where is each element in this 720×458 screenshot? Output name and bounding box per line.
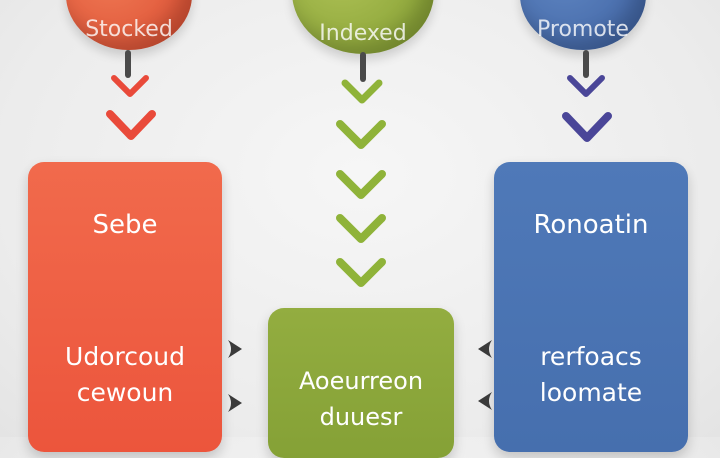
center-bubble-label: Indexed (319, 21, 407, 46)
center-chevron-5-icon (336, 258, 386, 287)
center-box: Aoeurreon duuesr (268, 308, 454, 458)
right-bubble-label: Promote (537, 17, 629, 42)
left-stem (125, 50, 131, 78)
center-box-line-1: Aoeurreon (298, 367, 424, 395)
center-bubble: Indexed (292, 0, 434, 54)
center-chevron-2-icon (336, 120, 386, 149)
left-box: Sebe Udorcoud cewoun (28, 162, 222, 452)
left-bubble: Stocked (66, 0, 192, 50)
left-chevron-1-icon (111, 75, 149, 97)
left-box-line-1: Udorcoud (65, 342, 185, 371)
right-connector-2-icon (478, 392, 492, 410)
right-chevron-2-icon (562, 112, 612, 142)
right-box: Ronoatin rerfoacs loomate (494, 162, 688, 452)
left-box-title: Sebe (92, 210, 158, 240)
left-box-line-2: cewoun (76, 378, 174, 407)
center-box-line-2: duuesr (319, 403, 403, 431)
center-stem (360, 52, 366, 82)
right-stem (583, 50, 589, 78)
right-connector-1-icon (478, 340, 492, 358)
right-bubble: Promote (520, 0, 646, 50)
left-bubble-label: Stocked (85, 17, 173, 42)
left-connector-2-icon (228, 394, 242, 412)
center-chevron-1-icon (341, 79, 383, 104)
right-box-line-1: rerfoacs (540, 342, 642, 371)
left-chevron-2-icon (106, 110, 156, 140)
left-connector-1-icon (228, 340, 242, 358)
center-chevron-4-icon (336, 214, 386, 243)
right-box-line-2: loomate (539, 378, 643, 407)
right-box-title: Ronoatin (533, 210, 649, 240)
center-chevron-3-icon (336, 170, 386, 199)
right-chevron-1-icon (567, 75, 605, 97)
